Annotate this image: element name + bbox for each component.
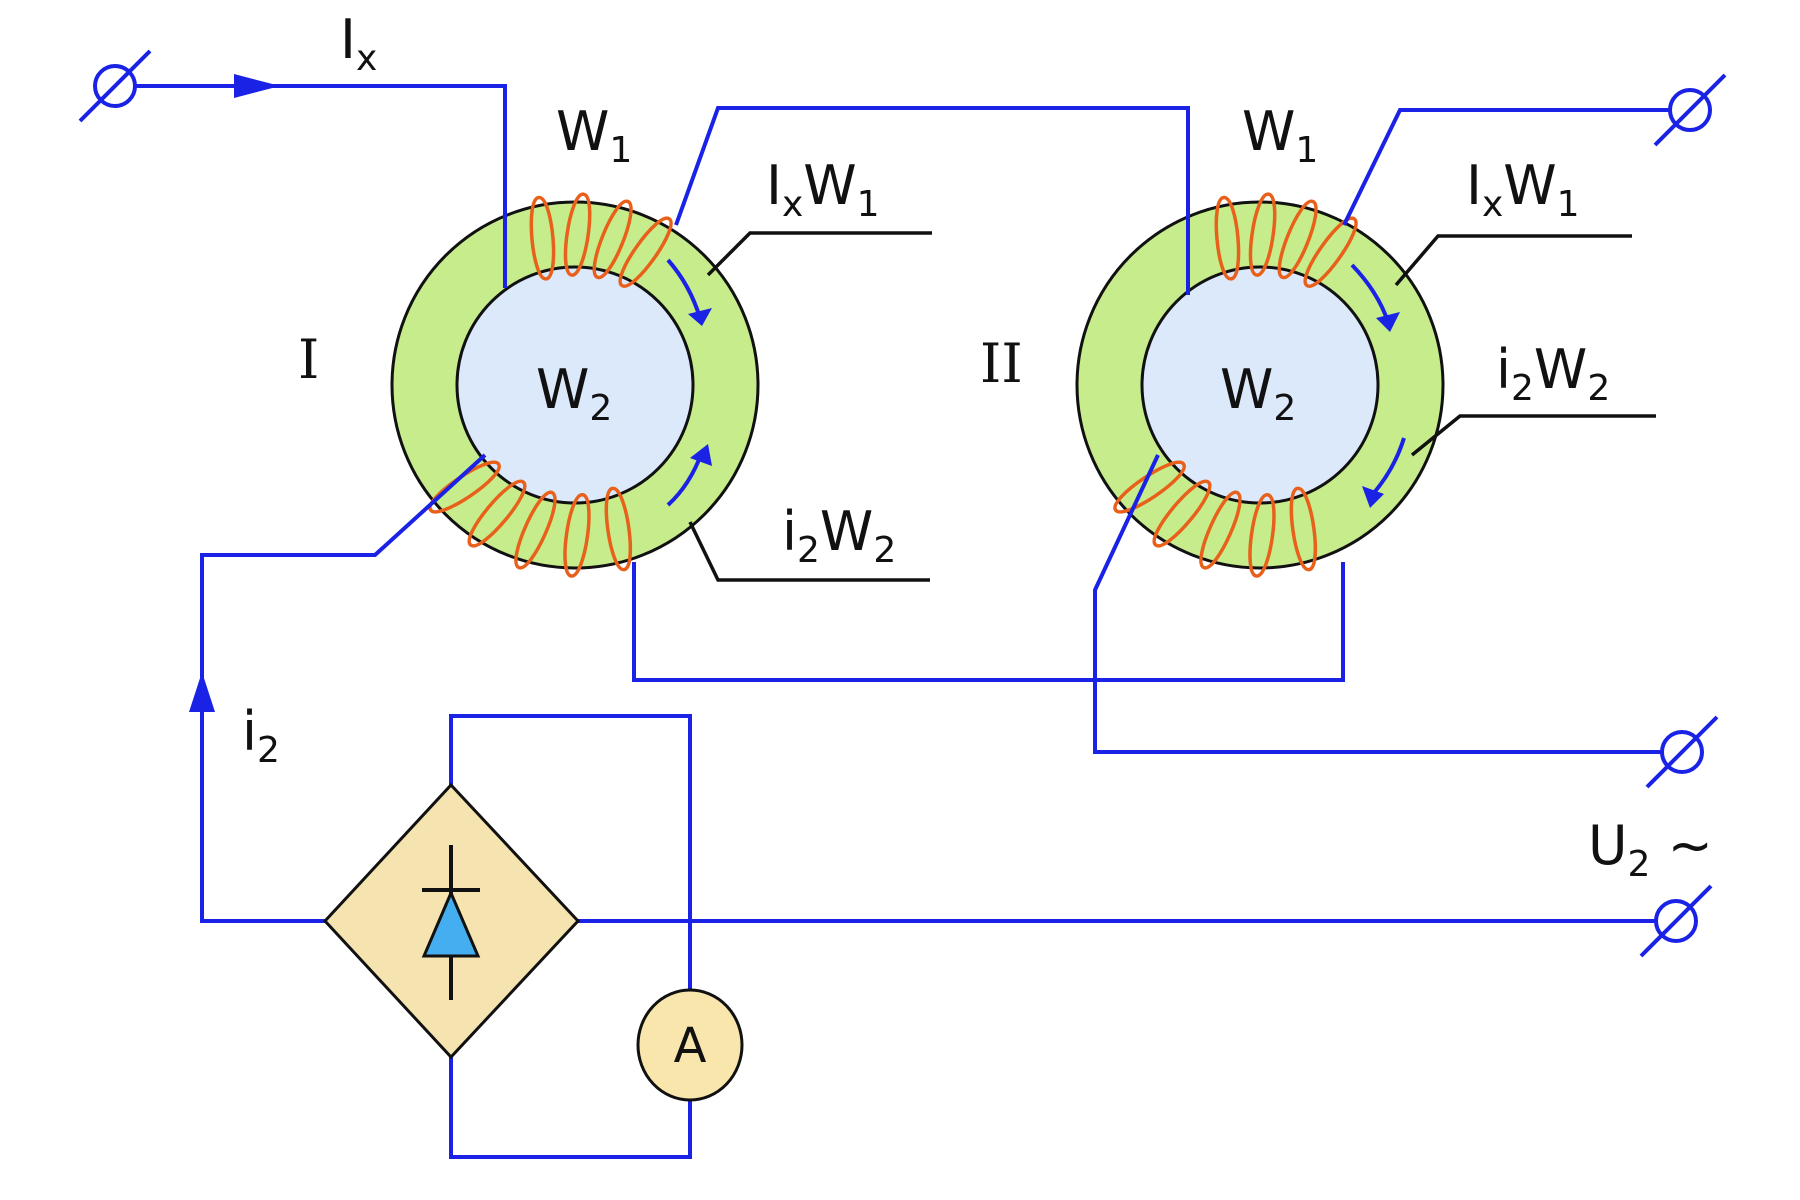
coil-turn [1248, 492, 1276, 578]
label-supply-voltage: U2 ~ [1588, 814, 1713, 885]
terminal-output-1 [1653, 73, 1727, 147]
ammeter-label: A [674, 1018, 707, 1074]
coil-core-1-w2 [428, 460, 632, 578]
coil-turn [563, 192, 592, 277]
label-core-1-w2: W2 [536, 358, 612, 429]
coil-turn [514, 490, 557, 570]
coil-turn [604, 486, 632, 572]
leader-core-2-mmf2 [1410, 414, 1656, 457]
wire-rectifier-top [449, 714, 692, 991]
bridge-rectifier [322, 782, 581, 1060]
wire-rectifier-bottom [449, 1057, 692, 1159]
arrowhead-icon [690, 444, 712, 466]
leader-core-1-mmf2 [688, 521, 930, 582]
flux-arrow-core-2-lower [1370, 437, 1406, 497]
arrowhead-icon [1376, 312, 1400, 332]
leader-core-2-mmf1 [1394, 234, 1632, 287]
coil-turn [592, 199, 633, 280]
label-core-1-mmf1: IxW1 [766, 154, 880, 225]
label-input-current: Ix [340, 8, 377, 79]
coil-turn [1152, 479, 1212, 548]
ammeter-body [636, 988, 744, 1102]
label-core-2-w2: W2 [1220, 358, 1296, 429]
terminal-u2-upper [1645, 715, 1719, 789]
core-1 [390, 200, 760, 570]
label-core-2-mmf1: IxW1 [1466, 154, 1580, 225]
coil-turn [1214, 195, 1241, 281]
arrowhead-icon [189, 672, 215, 712]
coil-core-2-w1 [1214, 192, 1358, 288]
coil-core-2-w2 [1113, 460, 1317, 578]
leader-lines [688, 231, 1656, 582]
wire-w2-rectifier [200, 453, 487, 923]
coil-turn [1277, 199, 1318, 280]
arrowhead-icon [1362, 486, 1384, 508]
coil-turn [428, 460, 501, 514]
label-core-1-w1: W1 [556, 100, 632, 171]
label-core-2-mmf2: i2W2 [1496, 338, 1610, 409]
arrowhead-icon [688, 308, 712, 326]
coil-turn [563, 492, 591, 578]
label-core-1-name: I [298, 328, 319, 391]
coil-core-1-w1 [529, 192, 673, 288]
diode-symbol-icon [421, 845, 481, 1000]
arrowhead-icon [234, 74, 280, 98]
flux-arrows [666, 258, 1406, 508]
coil-turn [618, 216, 673, 288]
coil-turn [1303, 216, 1358, 288]
label-core-1-mmf2: i2W2 [782, 500, 896, 571]
wire-w1-link [674, 106, 1190, 295]
terminal-u2-lower [1639, 884, 1713, 958]
coil-turn [1248, 192, 1277, 277]
coil-turn [1113, 460, 1186, 514]
wire-w1-output [1342, 108, 1690, 226]
wire-w2-link [632, 562, 1345, 682]
terminal-input [78, 49, 152, 123]
leader-core-1-mmf1 [706, 231, 932, 277]
core-2 [1075, 200, 1445, 570]
ammeter: A [636, 988, 744, 1102]
wire-w2-u2 [1093, 454, 1682, 754]
label-core-2-name: II [980, 332, 1023, 395]
coil-turn [467, 479, 527, 548]
coil-turn [529, 195, 556, 281]
label-core-2-w1: W1 [1242, 100, 1318, 171]
wiring [115, 84, 1690, 1159]
coil-turn [1199, 490, 1242, 570]
coil-turn [1289, 486, 1317, 572]
label-rectified-current: i2 [242, 700, 280, 771]
